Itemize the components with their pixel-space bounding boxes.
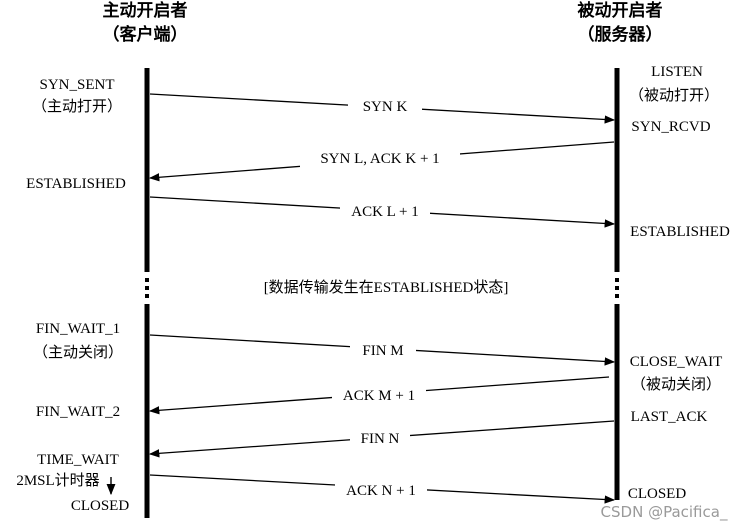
state-client-closed: CLOSED — [71, 498, 130, 514]
message-fin-m: FIN M — [149, 334, 616, 366]
state-fin-wait-2: FIN_WAIT_2 — [36, 404, 120, 420]
message-syn-label: SYN K — [363, 99, 408, 115]
message-ack-l-label: ACK L + 1 — [351, 204, 419, 220]
state-active-close: （主动关闭） — [33, 344, 123, 361]
state-passive-open: （被动打开） — [629, 87, 719, 104]
message-syn-ack-label: SYN L, ACK K + 1 — [320, 151, 439, 167]
state-server-established: ESTABLISHED — [630, 224, 730, 240]
message-fin-n: FIN N — [148, 420, 615, 458]
message-ack-n-label: ACK N + 1 — [346, 483, 416, 499]
state-syn-rcvd: SYN_RCVD — [631, 119, 710, 135]
state-active-open: （主动打开） — [32, 98, 122, 115]
state-last-ack: LAST_ACK — [631, 409, 708, 425]
state-server-closed: CLOSED — [628, 486, 687, 502]
message-ack-l: ACK L + 1 — [149, 196, 616, 228]
state-time-wait: TIME_WAIT — [37, 452, 119, 468]
state-passive-close: （被动关闭） — [631, 376, 721, 393]
state-syn-sent: SYN_SENT — [39, 77, 114, 93]
message-fin-m-label: FIN M — [362, 343, 403, 359]
state-client-established: ESTABLISHED — [26, 176, 126, 192]
state-listen: LISTEN — [651, 64, 703, 80]
state-2msl-timer: 2MSL计时器 — [16, 472, 99, 489]
state-fin-wait-1: FIN_WAIT_1 — [36, 321, 120, 337]
server-subtitle: （服务器） — [578, 24, 663, 45]
message-fin-n-label: FIN N — [361, 431, 400, 447]
server-title: 被动开启者 — [578, 0, 663, 21]
message-ack-m-label: ACK M + 1 — [343, 388, 415, 404]
data-transfer-note: [数据传输发生在ESTABLISHED状态] — [264, 279, 509, 296]
client-title: 主动开启者 — [103, 0, 188, 21]
watermark: CSDN @Pacifica_ — [601, 503, 728, 522]
message-ack-m: ACK M + 1 — [148, 376, 610, 415]
client-subtitle: （客户端） — [103, 24, 188, 45]
message-ack-n: ACK N + 1 — [149, 474, 616, 504]
state-close-wait: CLOSE_WAIT — [630, 354, 723, 370]
message-syn-ack: SYN L, ACK K + 1 — [148, 141, 615, 182]
message-syn: SYN K — [149, 93, 616, 124]
